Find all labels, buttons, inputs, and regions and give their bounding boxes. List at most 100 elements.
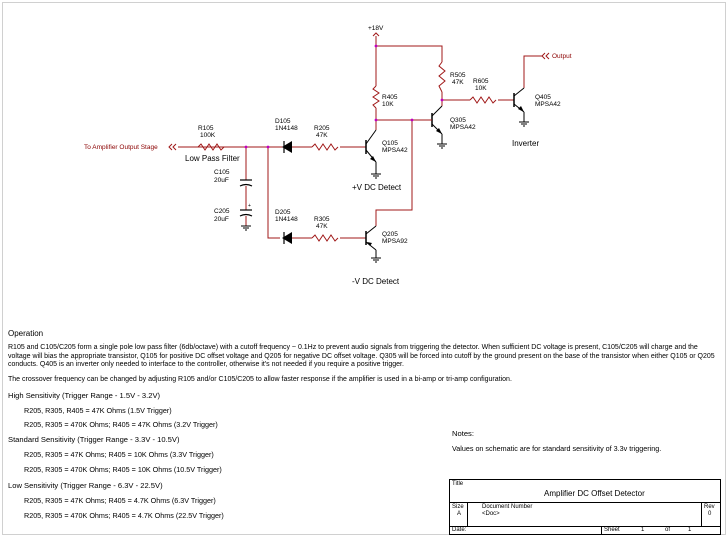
input-connector-arrow bbox=[168, 143, 177, 151]
q105-value: MPSA42 bbox=[382, 147, 408, 154]
junction-dot bbox=[374, 44, 378, 48]
junction-dot bbox=[410, 118, 414, 122]
standard-sensitivity-line-2: R205, R305 = 470K Ohms; R405 = 10K Ohms … bbox=[24, 465, 222, 474]
resistor-r405 bbox=[372, 85, 380, 109]
d205-value: 1N4148 bbox=[275, 216, 298, 223]
title-block-divider bbox=[601, 526, 602, 535]
diode-d105 bbox=[280, 141, 296, 153]
resistor-r305 bbox=[311, 234, 339, 242]
q205-value: MPSA92 bbox=[382, 238, 408, 245]
r405-value: 10K bbox=[382, 101, 394, 108]
ground-symbol bbox=[241, 225, 251, 231]
schematic-diagram: + bbox=[84, 25, 572, 286]
junction-dot bbox=[244, 145, 248, 149]
q105-ref: Q105 bbox=[382, 140, 398, 147]
r605-ref: R605 bbox=[473, 78, 489, 85]
transistor-q205 bbox=[365, 225, 377, 251]
title-block-divider bbox=[449, 502, 721, 503]
section-pos-detect: +V DC Detect bbox=[352, 183, 402, 192]
docnum-value: <Doc> bbox=[482, 511, 500, 517]
r105-ref: R105 bbox=[198, 125, 214, 132]
r205-value: 47K bbox=[316, 132, 328, 139]
transistor-q305 bbox=[428, 105, 443, 135]
d205-ref: D205 bbox=[275, 209, 291, 216]
title-label: Title bbox=[452, 481, 464, 487]
wire-q205-collector bbox=[375, 120, 413, 226]
c105-ref: C105 bbox=[214, 169, 230, 176]
title-block bbox=[449, 479, 721, 535]
r605-value: 10K bbox=[475, 85, 487, 92]
rev-value: 0 bbox=[708, 511, 712, 517]
rev-label: Rev bbox=[704, 504, 715, 510]
notes-heading: Operation bbox=[8, 329, 44, 338]
low-sensitivity-line-2: R205, R305 = 470K Ohms; R405 = 4.7K Ohms… bbox=[24, 511, 224, 520]
capacitor-c105 bbox=[239, 179, 253, 187]
of-label: of bbox=[665, 527, 671, 533]
q305-value: MPSA42 bbox=[450, 124, 476, 131]
docnum-label: Document Number bbox=[482, 504, 533, 510]
size-label: Size bbox=[452, 504, 464, 510]
output-label: Output bbox=[552, 53, 572, 60]
side-notes-text: Values on schematic are for standard sen… bbox=[452, 444, 662, 453]
junction-dot bbox=[266, 145, 270, 149]
sheet-value: 1 bbox=[641, 527, 645, 533]
d105-ref: D105 bbox=[275, 118, 291, 125]
ground-symbol bbox=[371, 173, 381, 179]
title-block-divider bbox=[449, 526, 721, 527]
section-neg-detect: -V DC Detect bbox=[352, 277, 400, 286]
high-sensitivity-line-2: R205, R305 = 470K Ohms; R405 = 47K Ohms … bbox=[24, 420, 218, 429]
of-value: 1 bbox=[688, 527, 692, 533]
standard-sensitivity-title: Standard Sensitivity (Trigger Range - 3.… bbox=[8, 435, 180, 444]
q405-ref: Q405 bbox=[535, 94, 551, 101]
r505-value: 47K bbox=[452, 79, 464, 86]
d105-value: 1N4148 bbox=[275, 125, 298, 132]
c205-ref: C205 bbox=[214, 208, 230, 215]
ground-symbol bbox=[519, 121, 529, 127]
r505-ref: R505 bbox=[450, 72, 466, 79]
svg-text:+: + bbox=[248, 203, 251, 209]
standard-sensitivity-line-1: R205, R305 = 47K Ohms; R405 = 10K Ohms (… bbox=[24, 450, 214, 459]
transistor-q105 bbox=[365, 129, 377, 163]
output-connector-arrow bbox=[541, 52, 550, 60]
ground-symbol bbox=[437, 143, 447, 149]
sheet-label: Sheet bbox=[604, 527, 620, 533]
power-arrow bbox=[372, 32, 380, 37]
junction-dot bbox=[374, 118, 378, 122]
notes-paragraph-2: The crossover frequency can be changed b… bbox=[8, 376, 512, 383]
c205-value: 20uF bbox=[214, 216, 229, 223]
date-label: Date: bbox=[452, 527, 467, 533]
r305-value: 47K bbox=[316, 223, 328, 230]
transistor-q405 bbox=[513, 87, 525, 113]
resistor-r505 bbox=[438, 61, 446, 93]
side-notes-heading: Notes: bbox=[452, 429, 474, 438]
high-sensitivity-line-1: R205, R305, R405 = 47K Ohms (1.5V Trigge… bbox=[24, 406, 172, 415]
section-low-pass: Low Pass Filter bbox=[185, 154, 240, 163]
q305-ref: Q305 bbox=[450, 117, 466, 124]
capacitor-c205: + bbox=[239, 203, 253, 217]
r205-ref: R205 bbox=[314, 125, 330, 132]
power-label: +18V bbox=[368, 25, 384, 32]
r105-value: 100K bbox=[200, 132, 216, 139]
resistor-r205 bbox=[311, 143, 339, 151]
resistor-r105 bbox=[197, 143, 225, 151]
low-sensitivity-line-1: R205, R305 = 47K Ohms; R405 = 4.7K Ohms … bbox=[24, 496, 216, 505]
ground-symbol bbox=[371, 257, 381, 263]
wire-output bbox=[523, 55, 542, 88]
c105-value: 20uF bbox=[214, 177, 229, 184]
low-sensitivity-title: Low Sensitivity (Trigger Range - 6.3V - … bbox=[8, 481, 163, 490]
title-block-divider bbox=[701, 502, 702, 526]
q405-value: MPSA42 bbox=[535, 101, 561, 108]
input-label: To Amplifier Output Stage bbox=[84, 144, 158, 151]
resistor-r605 bbox=[469, 96, 497, 104]
wire-rail bbox=[375, 36, 443, 86]
drawing-title: Amplifier DC Offset Detector bbox=[544, 489, 645, 498]
title-block-divider bbox=[467, 502, 468, 526]
r405-ref: R405 bbox=[382, 94, 398, 101]
notes-paragraph-1: R105 and C105/C205 form a single pole lo… bbox=[8, 344, 715, 369]
q205-ref: Q205 bbox=[382, 231, 398, 238]
high-sensitivity-title: High Sensitivity (Trigger Range - 1.5V -… bbox=[8, 391, 161, 400]
section-inverter: Inverter bbox=[512, 139, 539, 148]
size-value: A bbox=[457, 511, 462, 517]
diode-d205 bbox=[282, 232, 296, 244]
